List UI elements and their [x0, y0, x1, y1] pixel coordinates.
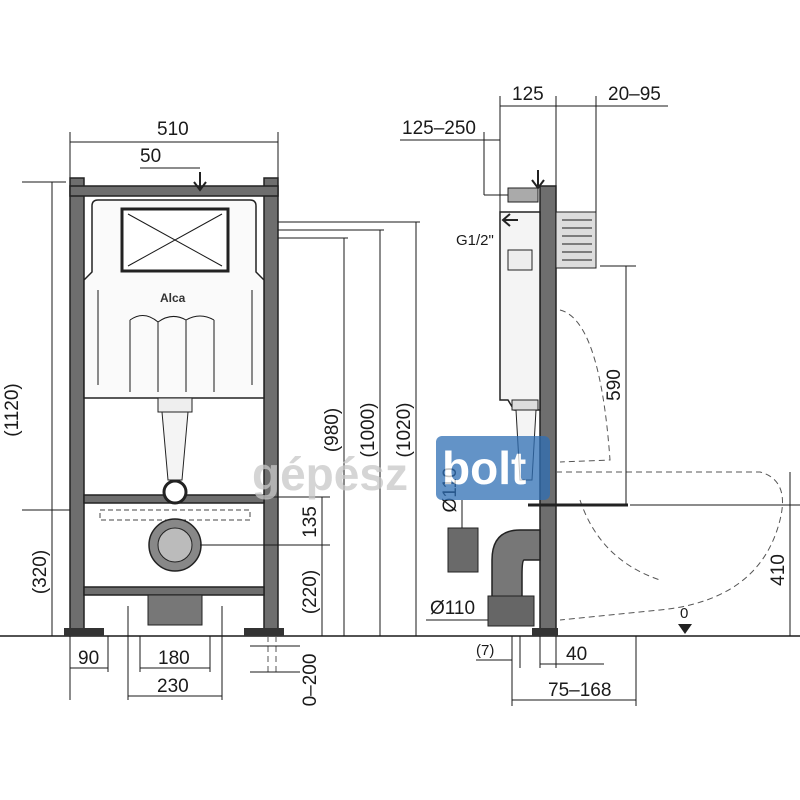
dim-135: 135: [300, 506, 321, 538]
dim-220: (220): [300, 570, 321, 614]
frame-left-upright: [69, 177, 85, 635]
flush-valve: [157, 397, 193, 413]
pipe-110-upper: [447, 527, 479, 573]
frame-side-upright: [539, 185, 557, 635]
dim-410: 410: [768, 554, 789, 586]
dim-20-95: 20–95: [608, 84, 661, 105]
frame-top-bar: [69, 185, 279, 197]
dim-floor-zero: 0: [680, 605, 688, 622]
dim-1000: (1000): [358, 403, 379, 458]
water-valve: [507, 187, 539, 203]
dim-d110-lower: Ø110: [430, 598, 475, 619]
front-dimensions: 510 50 (1120) (320) (980) (1000) (1020) …: [2, 119, 420, 706]
dim-320: (320): [30, 550, 51, 594]
side-dimensions: 125 20–95 125–250 G1/2" 590 410 Ø110 Ø11…: [400, 84, 800, 706]
dim-125-250: 125–250: [402, 118, 476, 139]
watermark-text-blue: bolt: [442, 442, 526, 494]
dim-510: 510: [157, 119, 189, 140]
dim-40: 40: [566, 644, 587, 665]
frame-left-foot: [64, 628, 104, 636]
frame-lower-bar: [83, 586, 265, 596]
pipe-110-lower: [487, 595, 535, 627]
flush-plate-side: [555, 211, 597, 269]
toilet-bowl-outline: [556, 471, 783, 621]
brand-logo: Alca: [160, 291, 186, 305]
dim-90: 90: [78, 648, 99, 669]
dim-1120: (1120): [2, 383, 23, 437]
dim-1020: (1020): [394, 403, 415, 458]
dim-7: (7): [476, 642, 494, 659]
dim-125: 125: [512, 84, 544, 105]
cistern-side: [499, 211, 541, 411]
frame-right-foot: [244, 628, 284, 636]
dim-180: 180: [158, 648, 190, 669]
frame-side-foot: [532, 628, 558, 636]
dim-75-168: 75–168: [548, 680, 611, 701]
drain-pipe: [147, 594, 203, 626]
floor-zero-marker-icon: [678, 624, 692, 634]
drain-elbow-side: [491, 529, 541, 601]
dim-230: 230: [157, 676, 189, 697]
flush-outlet: [162, 479, 188, 505]
front-view: Alca: [64, 177, 284, 675]
water-inlet-arrow-icon: [501, 213, 518, 227]
dim-50: 50: [140, 146, 161, 167]
vent-arrow-icon: [193, 172, 207, 192]
flush-pipe: [161, 411, 189, 481]
dim-0-200: 0–200: [300, 654, 321, 707]
dim-590: 590: [604, 369, 625, 401]
watermark-text-gray: gépész: [252, 448, 408, 500]
frame-right-upright: [263, 177, 279, 635]
side-view: [447, 170, 783, 636]
vent-arrow-side-icon: [531, 170, 545, 190]
dim-g12: G1/2": [456, 232, 494, 249]
watermark: gépész bolt: [252, 436, 550, 500]
dim-980: (980): [322, 408, 343, 452]
watermark-blue-box: [436, 436, 550, 500]
